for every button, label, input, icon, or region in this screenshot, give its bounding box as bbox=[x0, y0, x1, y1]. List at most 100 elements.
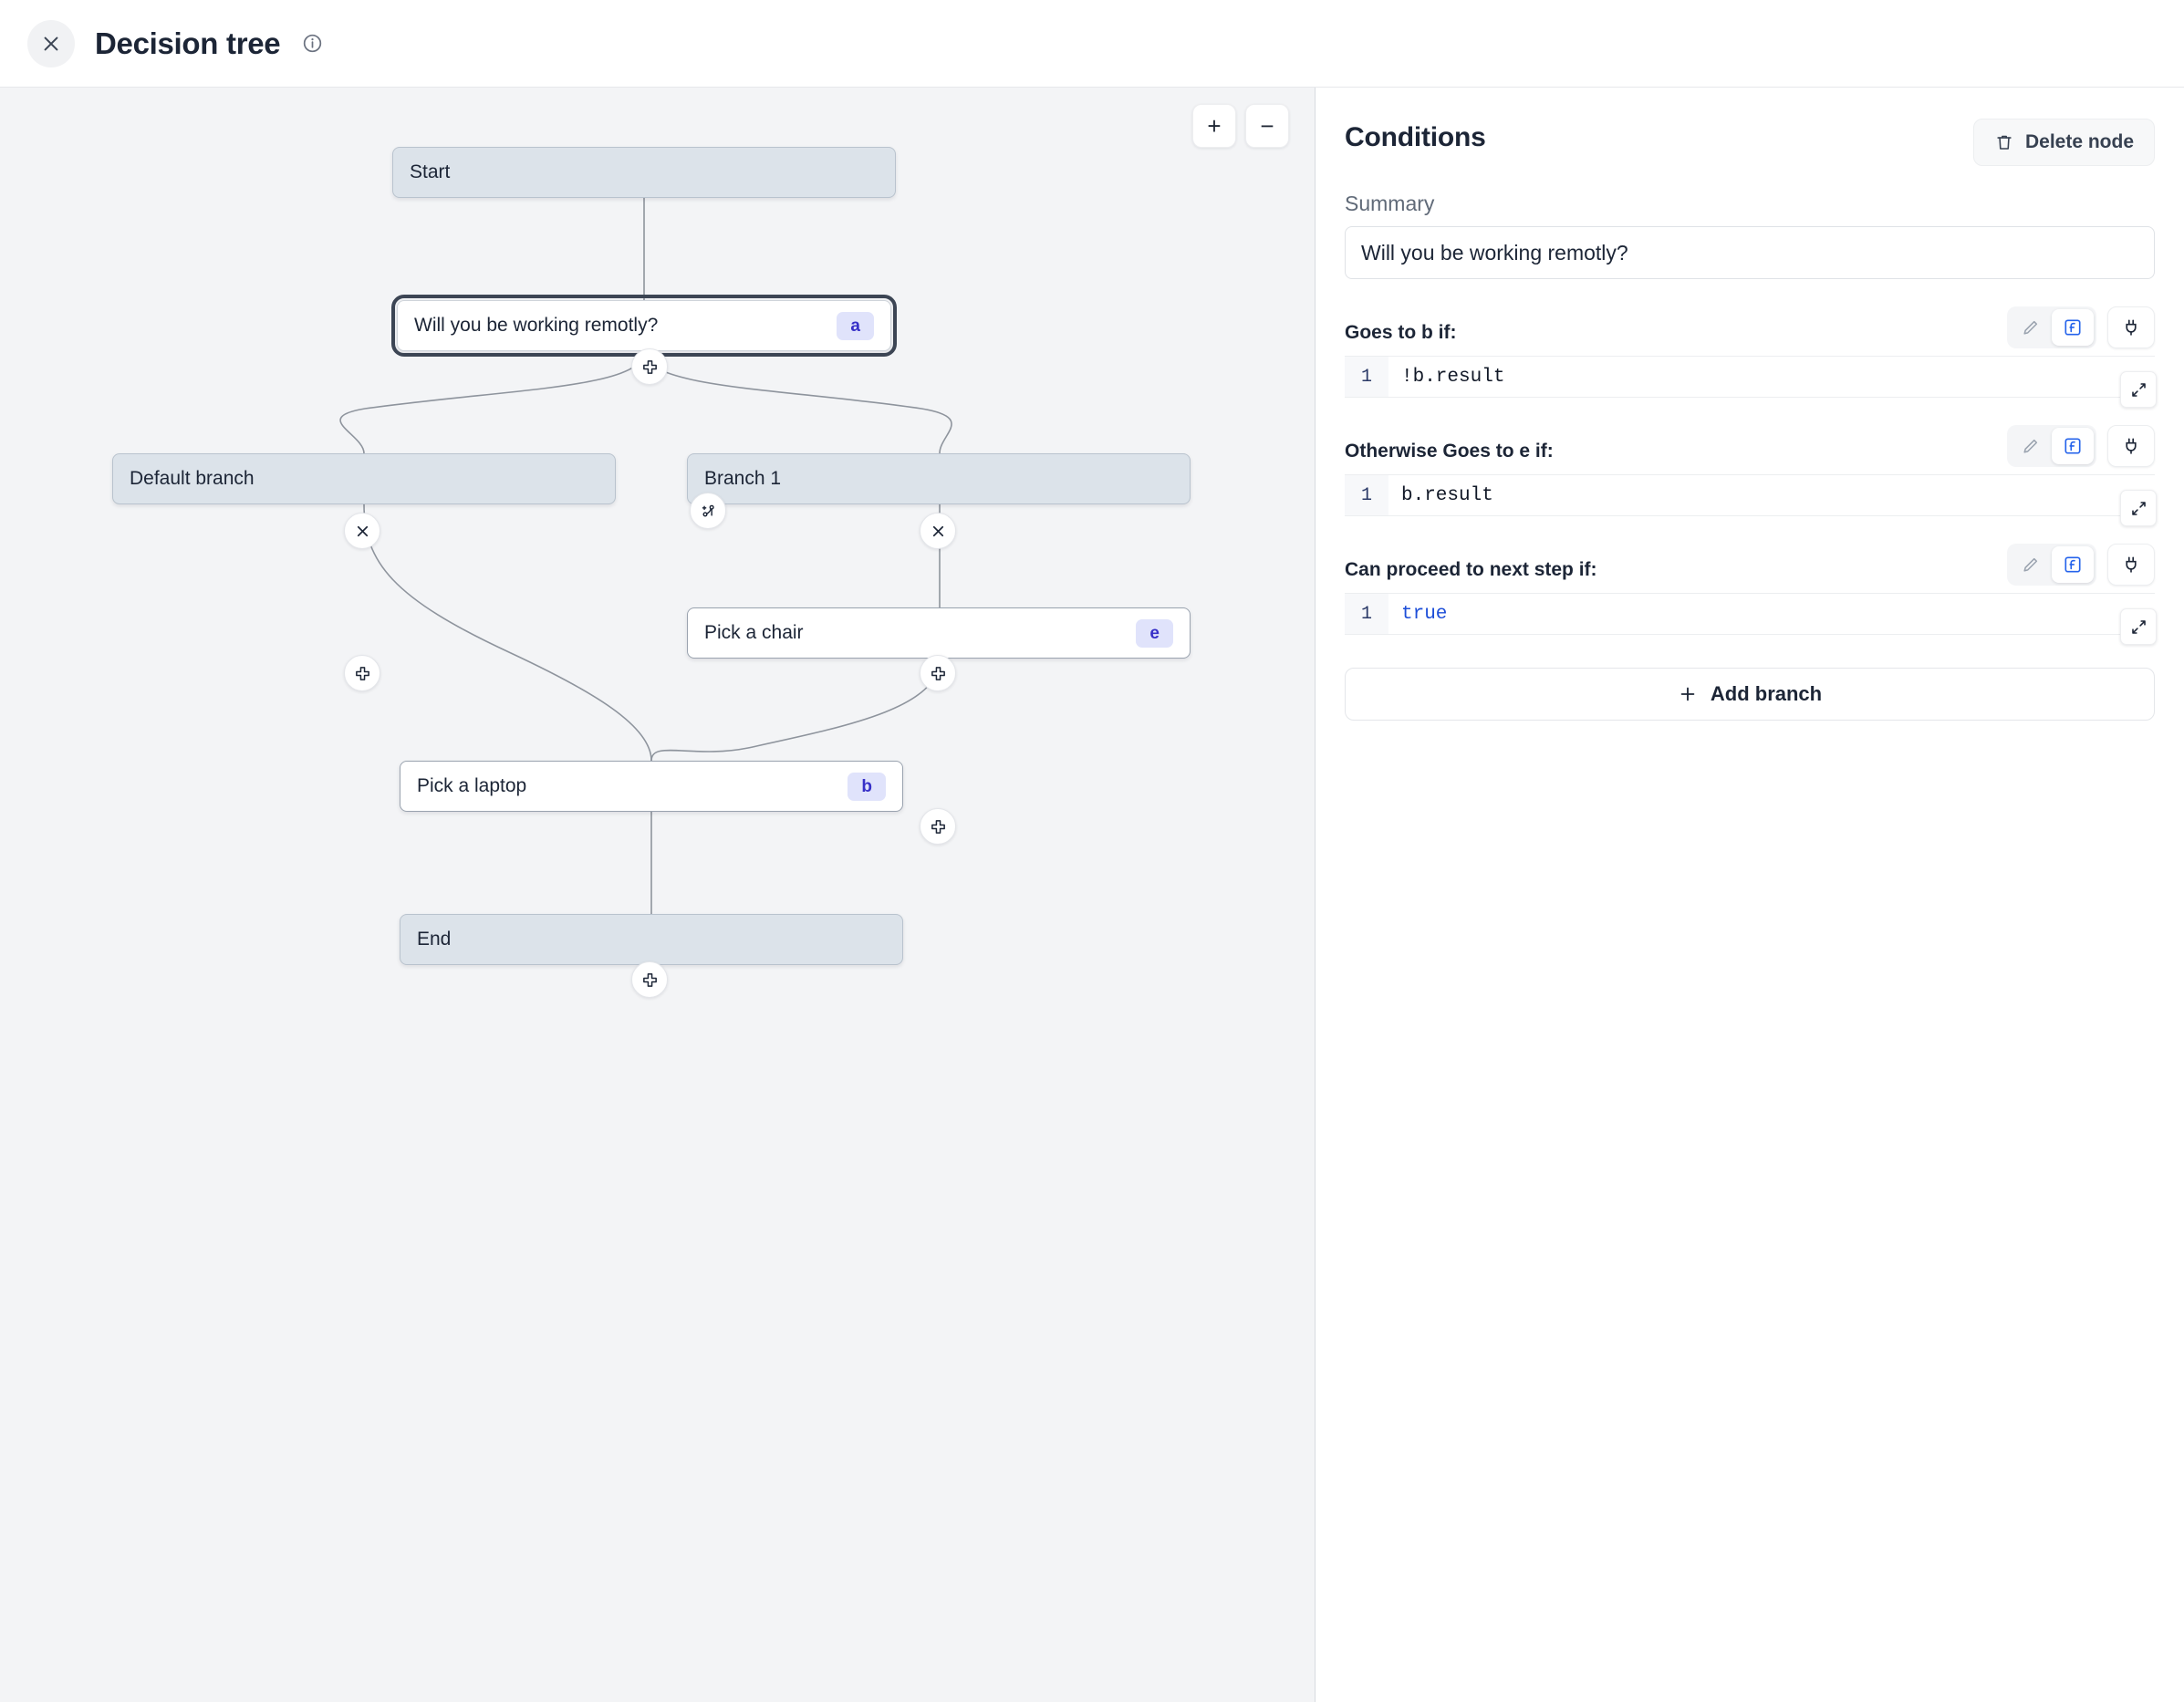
pencil-mode-button[interactable] bbox=[2010, 309, 2052, 346]
condition-tools bbox=[2007, 425, 2155, 467]
condition-label: Can proceed to next step if: bbox=[1345, 559, 1597, 580]
condition-block: Can proceed to next step if: bbox=[1345, 544, 2157, 645]
code-editor[interactable]: 1 !b.result bbox=[1345, 356, 2157, 408]
condition-tools bbox=[2007, 306, 2155, 348]
function-mode-button[interactable] bbox=[2052, 428, 2094, 464]
flow-node-label: Start bbox=[410, 161, 451, 182]
close-icon bbox=[930, 523, 947, 540]
plus-node-icon bbox=[354, 665, 371, 682]
pencil-icon bbox=[2023, 439, 2038, 453]
line-number: 1 bbox=[1345, 475, 1388, 515]
summary-label: Summary bbox=[1345, 192, 1435, 215]
function-icon bbox=[2064, 556, 2081, 573]
flow-node-label: Pick a laptop bbox=[417, 775, 527, 796]
close-icon bbox=[354, 523, 371, 540]
close-icon bbox=[44, 36, 58, 50]
panel-header: Conditions Delete node bbox=[1345, 119, 2155, 166]
page-title: Decision tree bbox=[95, 26, 281, 60]
condition-header: Goes to b if: bbox=[1345, 306, 2155, 348]
flow-node-badge: a bbox=[837, 311, 874, 340]
expand-icon bbox=[2131, 619, 2146, 634]
code-editor[interactable]: 1 b.result bbox=[1345, 474, 2157, 526]
handle-add-after-start[interactable] bbox=[631, 348, 668, 385]
expand-icon bbox=[2131, 501, 2146, 515]
handle-add-after-branch1[interactable] bbox=[920, 655, 956, 691]
condition-tools bbox=[2007, 544, 2155, 586]
plus-icon bbox=[1680, 687, 1695, 701]
app-header: Decision tree bbox=[0, 0, 2184, 88]
flow-node-a[interactable]: Will you be working remotly? a bbox=[391, 295, 897, 357]
flow-node-label: End bbox=[417, 929, 452, 950]
editor-mode-toggle bbox=[2007, 306, 2096, 348]
line-number: 1 bbox=[1345, 594, 1388, 634]
plug-icon bbox=[2126, 438, 2137, 454]
plug-icon bbox=[2126, 556, 2137, 573]
add-branch-button[interactable]: Add branch bbox=[1345, 668, 2155, 721]
plus-node-icon bbox=[930, 818, 947, 835]
flow-node-start[interactable]: Start bbox=[392, 147, 896, 198]
condition-label: Goes to b if: bbox=[1345, 322, 1457, 343]
condition-block: Goes to b if: bbox=[1345, 306, 2157, 408]
flow-node-b[interactable]: Pick a laptop b bbox=[400, 761, 903, 812]
delete-node-label: Delete node bbox=[2024, 131, 2134, 152]
summary-input[interactable] bbox=[1345, 226, 2155, 279]
info-icon[interactable] bbox=[302, 33, 323, 54]
flow-node-br1[interactable]: Branch 1 bbox=[687, 453, 1191, 504]
code-editor[interactable]: 1 true bbox=[1345, 593, 2157, 645]
flow-node-label: Branch 1 bbox=[704, 468, 782, 489]
handle-add-branch[interactable] bbox=[690, 493, 726, 529]
connect-button[interactable] bbox=[2107, 544, 2155, 586]
plus-node-icon bbox=[641, 358, 659, 376]
flow-node-badge: e bbox=[1136, 618, 1173, 648]
function-icon bbox=[2064, 438, 2081, 454]
handle-delete-branch-1[interactable] bbox=[920, 513, 956, 549]
add-branch-label: Add branch bbox=[1710, 682, 1823, 705]
handle-add-after-default[interactable] bbox=[344, 655, 380, 691]
code-value[interactable]: b.result bbox=[1401, 484, 1493, 506]
flow-node-def[interactable]: Default branch bbox=[112, 453, 616, 504]
pencil-mode-button[interactable] bbox=[2010, 546, 2052, 583]
expand-editor-button[interactable] bbox=[2120, 608, 2157, 645]
condition-block: Otherwise Goes to e if: bbox=[1345, 425, 2157, 526]
pencil-mode-button[interactable] bbox=[2010, 428, 2052, 464]
plug-icon bbox=[2126, 319, 2137, 336]
pencil-icon bbox=[2023, 320, 2038, 335]
plus-node-icon bbox=[930, 665, 947, 682]
close-button[interactable] bbox=[27, 19, 75, 67]
pencil-icon bbox=[2023, 557, 2038, 572]
handle-delete-default[interactable] bbox=[344, 513, 380, 549]
condition-header: Can proceed to next step if: bbox=[1345, 544, 2155, 586]
flow-node-end[interactable]: End bbox=[400, 914, 903, 965]
function-mode-button[interactable] bbox=[2052, 309, 2094, 346]
flow-node-badge: b bbox=[848, 772, 886, 801]
connect-button[interactable] bbox=[2107, 306, 2155, 348]
condition-label: Otherwise Goes to e if: bbox=[1345, 441, 1554, 462]
function-icon bbox=[2064, 319, 2081, 336]
delete-node-button[interactable]: Delete node bbox=[1972, 119, 2155, 166]
expand-editor-button[interactable] bbox=[2120, 371, 2157, 408]
code-value[interactable]: true bbox=[1401, 603, 1448, 625]
editor-mode-toggle bbox=[2007, 544, 2096, 586]
panel-title: Conditions bbox=[1345, 122, 1486, 152]
zoom-in-button[interactable]: + bbox=[1192, 104, 1236, 148]
handle-add-after-laptop[interactable] bbox=[631, 961, 668, 998]
zoom-out-button[interactable]: − bbox=[1245, 104, 1289, 148]
flow-node-label: Pick a chair bbox=[704, 622, 804, 643]
code-value[interactable]: !b.result bbox=[1401, 366, 1505, 388]
flow-node-e[interactable]: Pick a chair e bbox=[687, 607, 1191, 659]
zoom-controls: + − bbox=[1192, 104, 1289, 148]
plus-node-icon bbox=[641, 971, 659, 989]
expand-icon bbox=[2131, 382, 2146, 397]
editor-mode-toggle bbox=[2007, 425, 2096, 467]
flow-node-label: Will you be working remotly? bbox=[414, 315, 659, 336]
handle-add-after-chair[interactable] bbox=[920, 808, 956, 845]
function-mode-button[interactable] bbox=[2052, 546, 2094, 583]
flow-node-label: Default branch bbox=[130, 468, 255, 489]
connect-button[interactable] bbox=[2107, 425, 2155, 467]
expand-editor-button[interactable] bbox=[2120, 490, 2157, 526]
conditions-list: Goes to b if: bbox=[1345, 306, 2157, 645]
conditions-panel: Conditions Delete node Summary Goes to b… bbox=[1316, 88, 2184, 1702]
